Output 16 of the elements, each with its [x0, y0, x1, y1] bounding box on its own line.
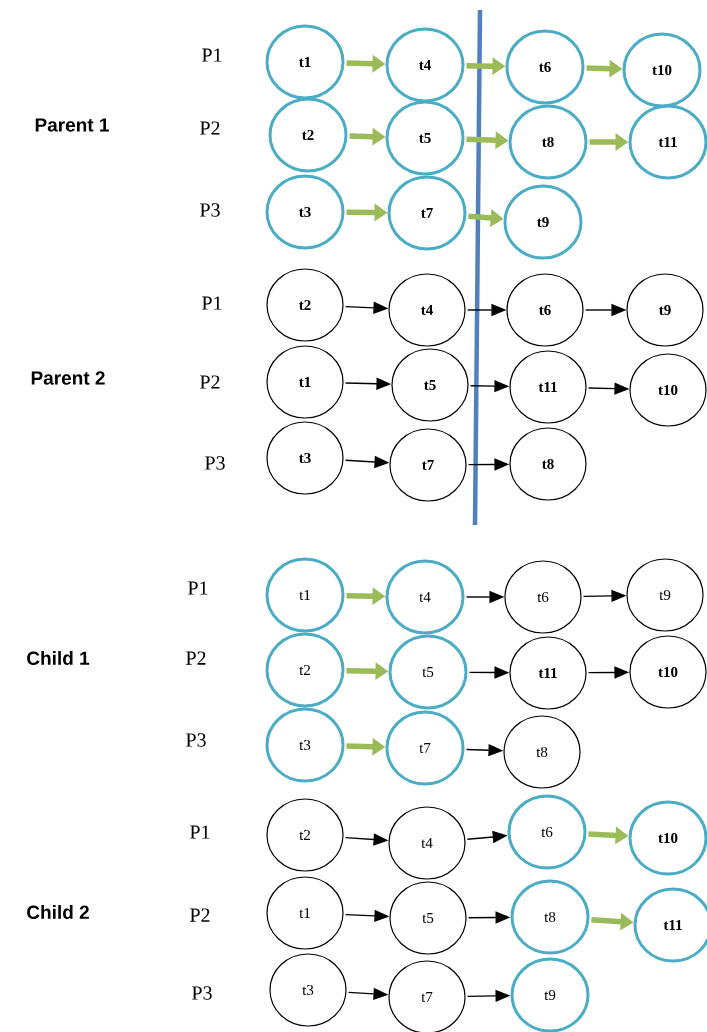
- row-label: P3: [200, 203, 220, 217]
- row-label: P2: [200, 375, 220, 389]
- row-label: P1: [190, 825, 210, 839]
- row-label: P2: [200, 121, 220, 135]
- group-label: Child 1: [27, 651, 90, 665]
- row-label: P2: [190, 908, 210, 922]
- group-label: Child 2: [27, 905, 89, 919]
- group-label: Parent 1: [35, 118, 109, 132]
- row-label: P1: [188, 581, 208, 595]
- row-label: P1: [202, 296, 222, 310]
- row-label: P2: [186, 651, 206, 665]
- row-label: P3: [205, 456, 225, 470]
- row-label: P1: [202, 48, 222, 62]
- row-label: P3: [192, 986, 212, 1000]
- group-label: Parent 2: [31, 371, 105, 385]
- row-label: P3: [186, 733, 206, 747]
